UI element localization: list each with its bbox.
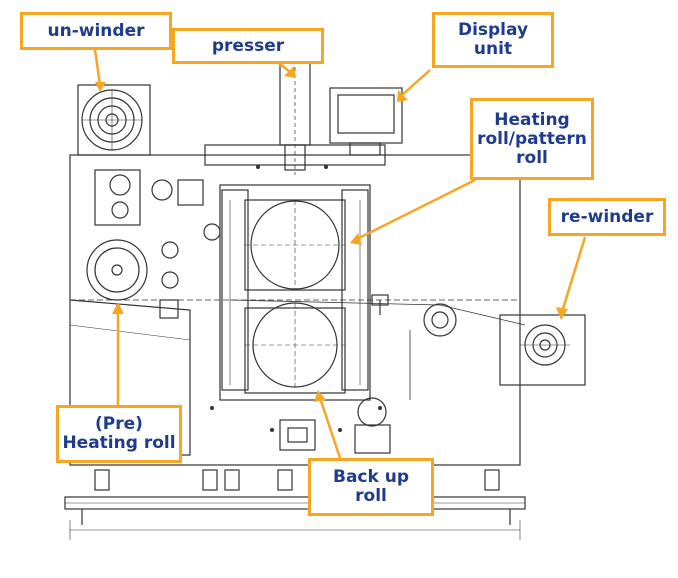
- pre-heating-roll: [86, 239, 148, 301]
- label-heating-roll: Heating roll/pattern roll: [470, 98, 594, 180]
- label-backup-roll-line1: Back up: [332, 467, 409, 487]
- label-heating-roll-line3: roll: [516, 147, 548, 168]
- label-display-unit: Display unit: [432, 12, 554, 68]
- callout-arrows: [93, 49, 587, 459]
- rewinder-housing: [499, 314, 586, 386]
- lower-box: [279, 419, 316, 451]
- label-rewinder: re-winder: [548, 198, 666, 236]
- label-display-unit-line2: unit: [473, 39, 513, 59]
- label-pre-heating-roll-line2: Heating roll: [62, 433, 176, 453]
- label-backup-roll-line2: roll: [355, 486, 387, 506]
- label-unwinder-line1: un-winder: [47, 20, 145, 41]
- label-pre-heating-roll: (Pre) Heating roll: [56, 405, 182, 463]
- label-backup-roll: Back up roll: [308, 458, 434, 516]
- label-presser: presser: [172, 28, 324, 64]
- roll-stand: [219, 184, 371, 401]
- label-heating-roll-line2: roll/pattern: [477, 128, 587, 149]
- display-unit: [329, 87, 403, 144]
- label-display-unit-line1: Display: [457, 20, 529, 40]
- label-presser-line1: presser: [211, 35, 285, 56]
- label-unwinder: un-winder: [20, 12, 172, 50]
- label-heating-roll-line1: Heating: [494, 109, 570, 130]
- unwinder-housing: [77, 84, 151, 156]
- label-rewinder-line1: re-winder: [560, 206, 654, 227]
- label-pre-heating-roll-line1: (Pre): [95, 414, 143, 434]
